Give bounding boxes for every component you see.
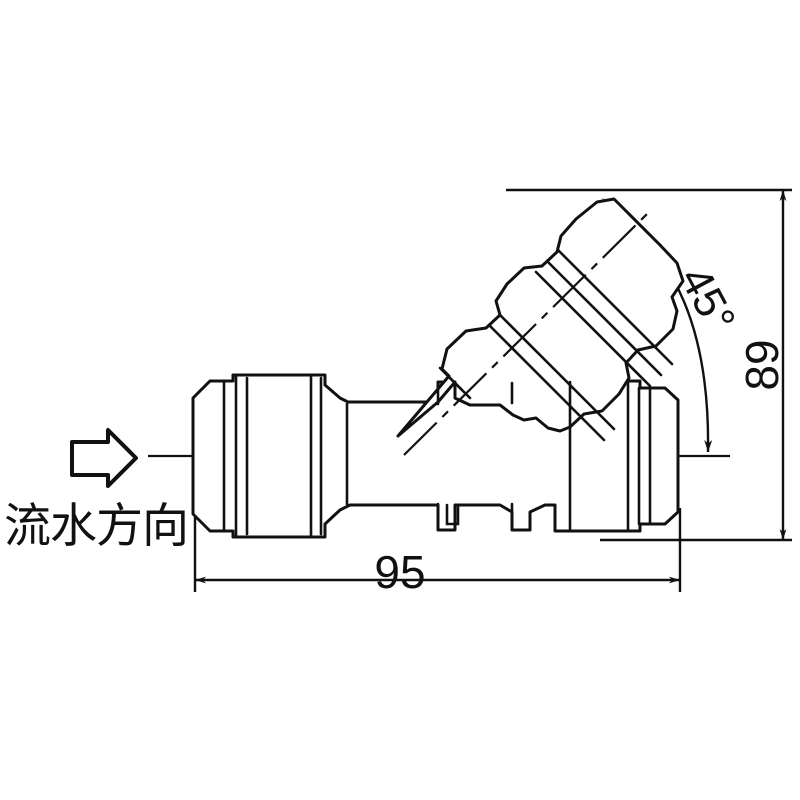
dimension-extension-lines <box>193 188 792 592</box>
dimension-label-95: 95 <box>374 546 426 598</box>
flow-direction-label: 流水方向 <box>4 499 189 554</box>
branch-socket-outline <box>396 197 685 438</box>
branch-centerline <box>403 212 649 456</box>
bottom-nub <box>445 503 460 526</box>
branch-profile <box>396 197 685 438</box>
axis-centerline-branch <box>403 212 649 456</box>
right-arrow-outline-icon <box>70 428 138 488</box>
branch-rib-2 <box>545 259 663 377</box>
flow-direction-arrow-icon <box>70 428 138 488</box>
body-detail-lines <box>222 373 652 539</box>
branch-notch-left-2 <box>438 366 463 391</box>
dimension-label-89: 89 <box>736 339 788 391</box>
branch-rib-5 <box>488 324 606 442</box>
branch-rib-4 <box>498 313 616 431</box>
branch-rib-3 <box>534 270 652 388</box>
branch-rib-1 <box>556 248 674 366</box>
branch-detail-lines <box>438 248 674 442</box>
